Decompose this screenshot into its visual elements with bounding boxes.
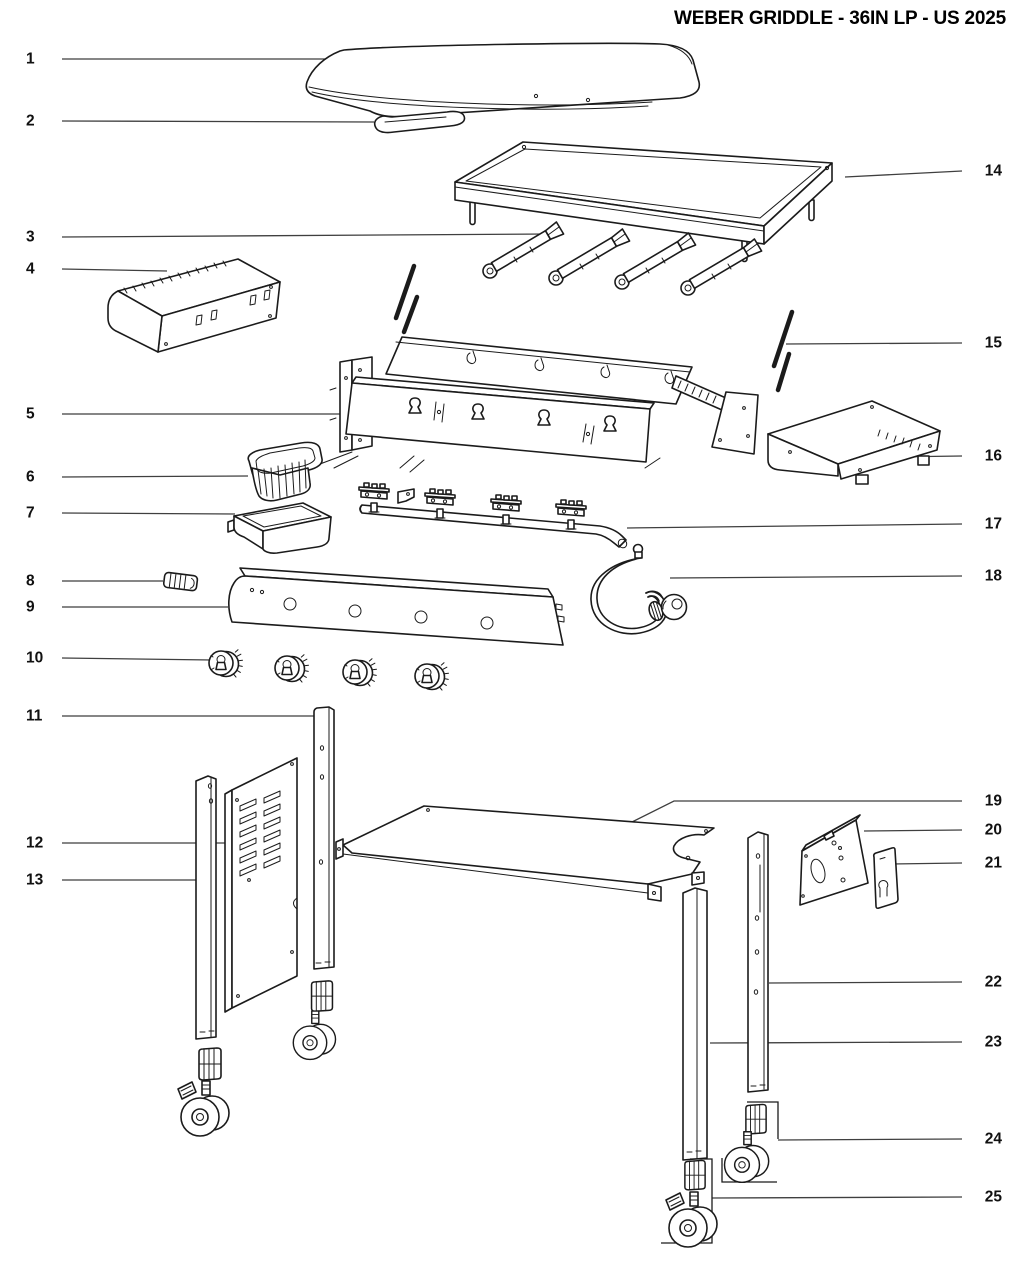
callout-25: 25 bbox=[984, 1188, 1002, 1206]
leader-line-7 bbox=[61, 512, 236, 515]
callout-3: 3 bbox=[26, 228, 35, 246]
part-20-mounting-plate bbox=[799, 814, 869, 906]
callout-24: 24 bbox=[984, 1130, 1002, 1148]
part-4-side-shelf-box bbox=[107, 258, 281, 353]
part-24-caster-kit bbox=[721, 1101, 779, 1184]
part-22-leg-rear-right bbox=[747, 831, 769, 1093]
callout-6: 6 bbox=[26, 468, 35, 486]
part-5-firebox-frame bbox=[319, 336, 759, 473]
leader-line-18 bbox=[669, 575, 963, 579]
leader-line-10 bbox=[61, 657, 213, 661]
callout-17: 17 bbox=[984, 515, 1002, 533]
part-14-griddle-plate bbox=[454, 141, 833, 263]
callout-21: 21 bbox=[984, 854, 1002, 872]
leader-line-3 bbox=[61, 233, 550, 238]
part-11-leg-front-left bbox=[313, 706, 335, 970]
left-caster-front bbox=[292, 1010, 337, 1061]
leader-line-20 bbox=[863, 829, 963, 832]
part-17-manifold bbox=[358, 482, 628, 549]
callout-20: 20 bbox=[984, 821, 1002, 839]
part-2-handle bbox=[373, 110, 466, 134]
callout-13: 13 bbox=[26, 871, 44, 889]
callout-16: 16 bbox=[984, 447, 1002, 465]
part-23-leg-front-right bbox=[682, 887, 708, 1161]
part-9-control-panel bbox=[228, 567, 565, 646]
leader-line-6 bbox=[61, 475, 249, 478]
left-caster-rear-locking bbox=[177, 1080, 230, 1137]
leader-line-24 bbox=[777, 1138, 963, 1141]
part-13-leg-rear-left bbox=[195, 775, 217, 1040]
left-leg-insert-cap-front bbox=[310, 980, 334, 1013]
callout-15: 15 bbox=[984, 334, 1002, 352]
part-7-drip-pan bbox=[227, 502, 332, 554]
leader-line-21 bbox=[890, 862, 963, 865]
leader-line-15 bbox=[785, 342, 963, 345]
part-16-side-cover bbox=[767, 400, 941, 485]
part-1-lid bbox=[305, 42, 701, 118]
part-15-support-rods bbox=[393, 263, 795, 393]
leader-line-4 bbox=[61, 268, 168, 272]
leader-line-19 bbox=[631, 800, 962, 823]
callout-4: 4 bbox=[26, 260, 35, 278]
leader-line-25 bbox=[711, 1196, 963, 1199]
part-25-locking-caster-kit bbox=[661, 1158, 718, 1248]
callout-5: 5 bbox=[26, 405, 35, 423]
callout-22: 22 bbox=[984, 973, 1002, 991]
callout-7: 7 bbox=[26, 504, 35, 522]
part-10-control-knobs bbox=[208, 648, 450, 691]
callout-10: 10 bbox=[26, 649, 44, 667]
left-leg-insert-cap-rear bbox=[198, 1047, 222, 1081]
part-8-igniter-module bbox=[162, 571, 199, 592]
callout-14: 14 bbox=[984, 162, 1002, 180]
callout-23: 23 bbox=[984, 1033, 1002, 1051]
part-18-hose-regulator bbox=[590, 543, 688, 635]
part-6-grease-basket bbox=[247, 441, 323, 502]
leader-line-17 bbox=[626, 523, 963, 529]
page-title: WEBER GRIDDLE - 36IN LP - US 2025 bbox=[674, 8, 1006, 29]
part-21-keyhole-bracket bbox=[872, 846, 899, 910]
leader-line-14 bbox=[844, 170, 963, 178]
callout-11: 11 bbox=[26, 707, 43, 725]
callout-9: 9 bbox=[26, 598, 35, 616]
leader-line-2 bbox=[61, 120, 375, 123]
part-19-bottom-shelf bbox=[335, 805, 715, 902]
callout-18: 18 bbox=[984, 567, 1002, 585]
callout-2: 2 bbox=[26, 112, 35, 130]
callout-12: 12 bbox=[26, 834, 44, 852]
leader-line-22 bbox=[768, 981, 963, 984]
callout-1: 1 bbox=[26, 50, 35, 68]
part-12-louvered-panel bbox=[224, 757, 298, 1013]
callout-8: 8 bbox=[26, 572, 35, 590]
callout-19: 19 bbox=[984, 792, 1002, 810]
